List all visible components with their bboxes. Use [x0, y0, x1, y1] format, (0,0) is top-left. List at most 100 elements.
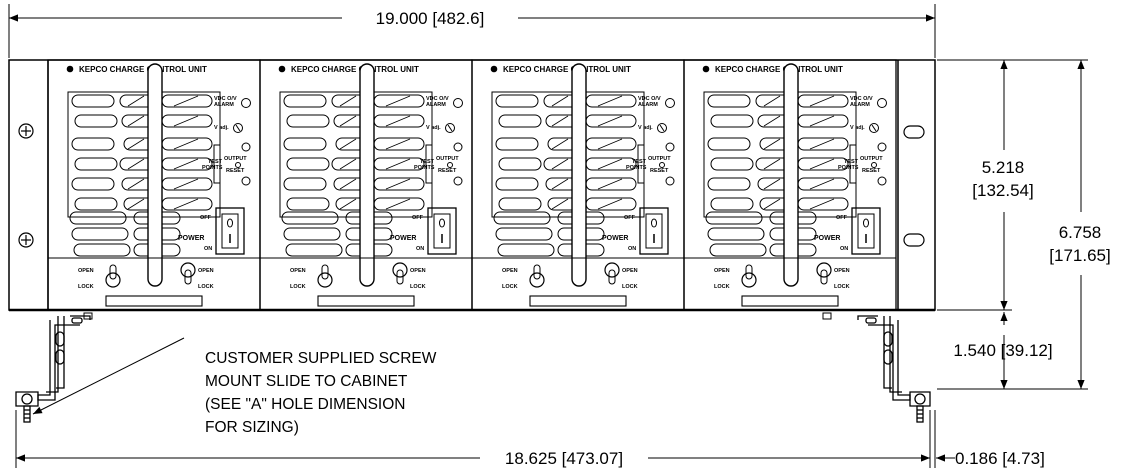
vent-slot [283, 227, 341, 241]
vent-slot [74, 197, 118, 211]
latch-right-icon[interactable] [180, 262, 196, 278]
power-switch[interactable] [639, 207, 669, 255]
vent-hatch [127, 178, 145, 190]
vent-slot [286, 157, 330, 171]
vent-grille [67, 91, 221, 218]
points-label: POINTS [838, 165, 859, 171]
vadj-label: V adj. [850, 125, 865, 131]
vent-slot [497, 243, 555, 257]
vent-hatch [597, 198, 623, 210]
output-reset-button[interactable] [871, 162, 877, 168]
vadj-pot-icon[interactable] [869, 123, 879, 133]
vent-slot [495, 94, 539, 108]
vent-hatch [385, 115, 411, 127]
test-point-plus-icon[interactable] [665, 142, 675, 152]
test-point-minus-icon[interactable] [877, 176, 887, 186]
vent-hatch [173, 115, 199, 127]
module-handle[interactable] [571, 63, 587, 287]
dim-edge-offset [934, 410, 955, 468]
vent-slot [709, 243, 767, 257]
latch-left-icon[interactable] [317, 272, 333, 288]
vent-hatch [763, 138, 781, 150]
test-label: TEST [632, 159, 647, 165]
dim-overall-height-label-a: 6.758 [1059, 223, 1102, 242]
vent-hatch [597, 138, 623, 150]
vent-hatch [763, 115, 781, 127]
power-off-label: OFF [200, 215, 212, 221]
latch-right-icon[interactable] [604, 262, 620, 278]
vent-hatch [127, 115, 145, 127]
latch-left-icon[interactable] [741, 272, 757, 288]
latch-left-icon[interactable] [105, 272, 121, 288]
vadj-pot-icon[interactable] [445, 123, 455, 133]
vent-hatch [385, 95, 411, 107]
points-label: POINTS [626, 165, 647, 171]
module-handle[interactable] [783, 63, 799, 287]
indicator-led-icon [702, 65, 710, 73]
test-point-minus-icon[interactable] [241, 176, 251, 186]
vent-slot [69, 211, 127, 225]
module-handle[interactable] [147, 63, 163, 287]
power-label: POWER [814, 235, 840, 242]
vent-grille [703, 91, 857, 218]
latch-right-icon[interactable] [392, 262, 408, 278]
points-label: POINTS [414, 165, 435, 171]
test-bracket [637, 144, 644, 184]
latch-left-icon[interactable] [529, 272, 545, 288]
right-mount-slot-top [903, 125, 925, 139]
vent-slot [74, 157, 118, 171]
test-point-plus-icon[interactable] [241, 142, 251, 152]
test-point-plus-icon[interactable] [877, 142, 887, 152]
vent-hatch [597, 158, 623, 170]
latch-right-icon[interactable] [816, 262, 832, 278]
alarm-indicator-icon [877, 98, 887, 108]
note-line-4: FOR SIZING) [205, 419, 299, 436]
test-point-minus-icon[interactable] [453, 176, 463, 186]
latch-open-label-right: OPEN [410, 268, 426, 274]
output-label: OUTPUT [436, 156, 459, 162]
vent-slot [495, 227, 553, 241]
test-bracket [849, 144, 856, 184]
dim-panel-height-label-a: 5.218 [982, 158, 1025, 177]
module-handle[interactable] [359, 63, 375, 287]
dim-overall-width [8, 4, 936, 58]
output-reset-button[interactable] [235, 162, 241, 168]
test-point-minus-icon[interactable] [665, 176, 675, 186]
vadj-pot-icon[interactable] [233, 123, 243, 133]
vent-hatch [173, 95, 199, 107]
vent-hatch [339, 178, 357, 190]
panel-studs [83, 312, 832, 320]
vent-hatch [385, 158, 411, 170]
vent-hatch [385, 138, 411, 150]
power-switch[interactable] [427, 207, 457, 255]
vent-slot [495, 177, 539, 191]
module-title: KEPCO CHARGE CONTROL UNIT [291, 65, 419, 74]
vent-slot [71, 227, 129, 241]
vent-hatch [385, 198, 411, 210]
vent-slot [707, 137, 751, 151]
vent-hatch [551, 95, 569, 107]
output-label: OUTPUT [224, 156, 247, 162]
vent-hatch [173, 138, 199, 150]
reset-label: RESET [650, 168, 669, 174]
power-switch[interactable] [215, 207, 245, 255]
vent-slot [493, 211, 551, 225]
indicator-led-icon [66, 65, 74, 73]
vent-slot [498, 197, 542, 211]
vent-hatch [127, 95, 145, 107]
latch-open-label-left: OPEN [714, 268, 730, 274]
reset-label: RESET [438, 168, 457, 174]
power-label: POWER [390, 235, 416, 242]
vent-slot [283, 177, 327, 191]
test-point-plus-icon[interactable] [453, 142, 463, 152]
latch-lock-label-right: LOCK [622, 284, 638, 290]
vent-hatch [809, 178, 835, 190]
vadj-pot-icon[interactable] [657, 123, 667, 133]
vadj-label: V adj. [214, 125, 229, 131]
power-switch[interactable] [851, 207, 881, 255]
output-reset-button[interactable] [659, 162, 665, 168]
vent-hatch [597, 95, 623, 107]
output-reset-button[interactable] [447, 162, 453, 168]
